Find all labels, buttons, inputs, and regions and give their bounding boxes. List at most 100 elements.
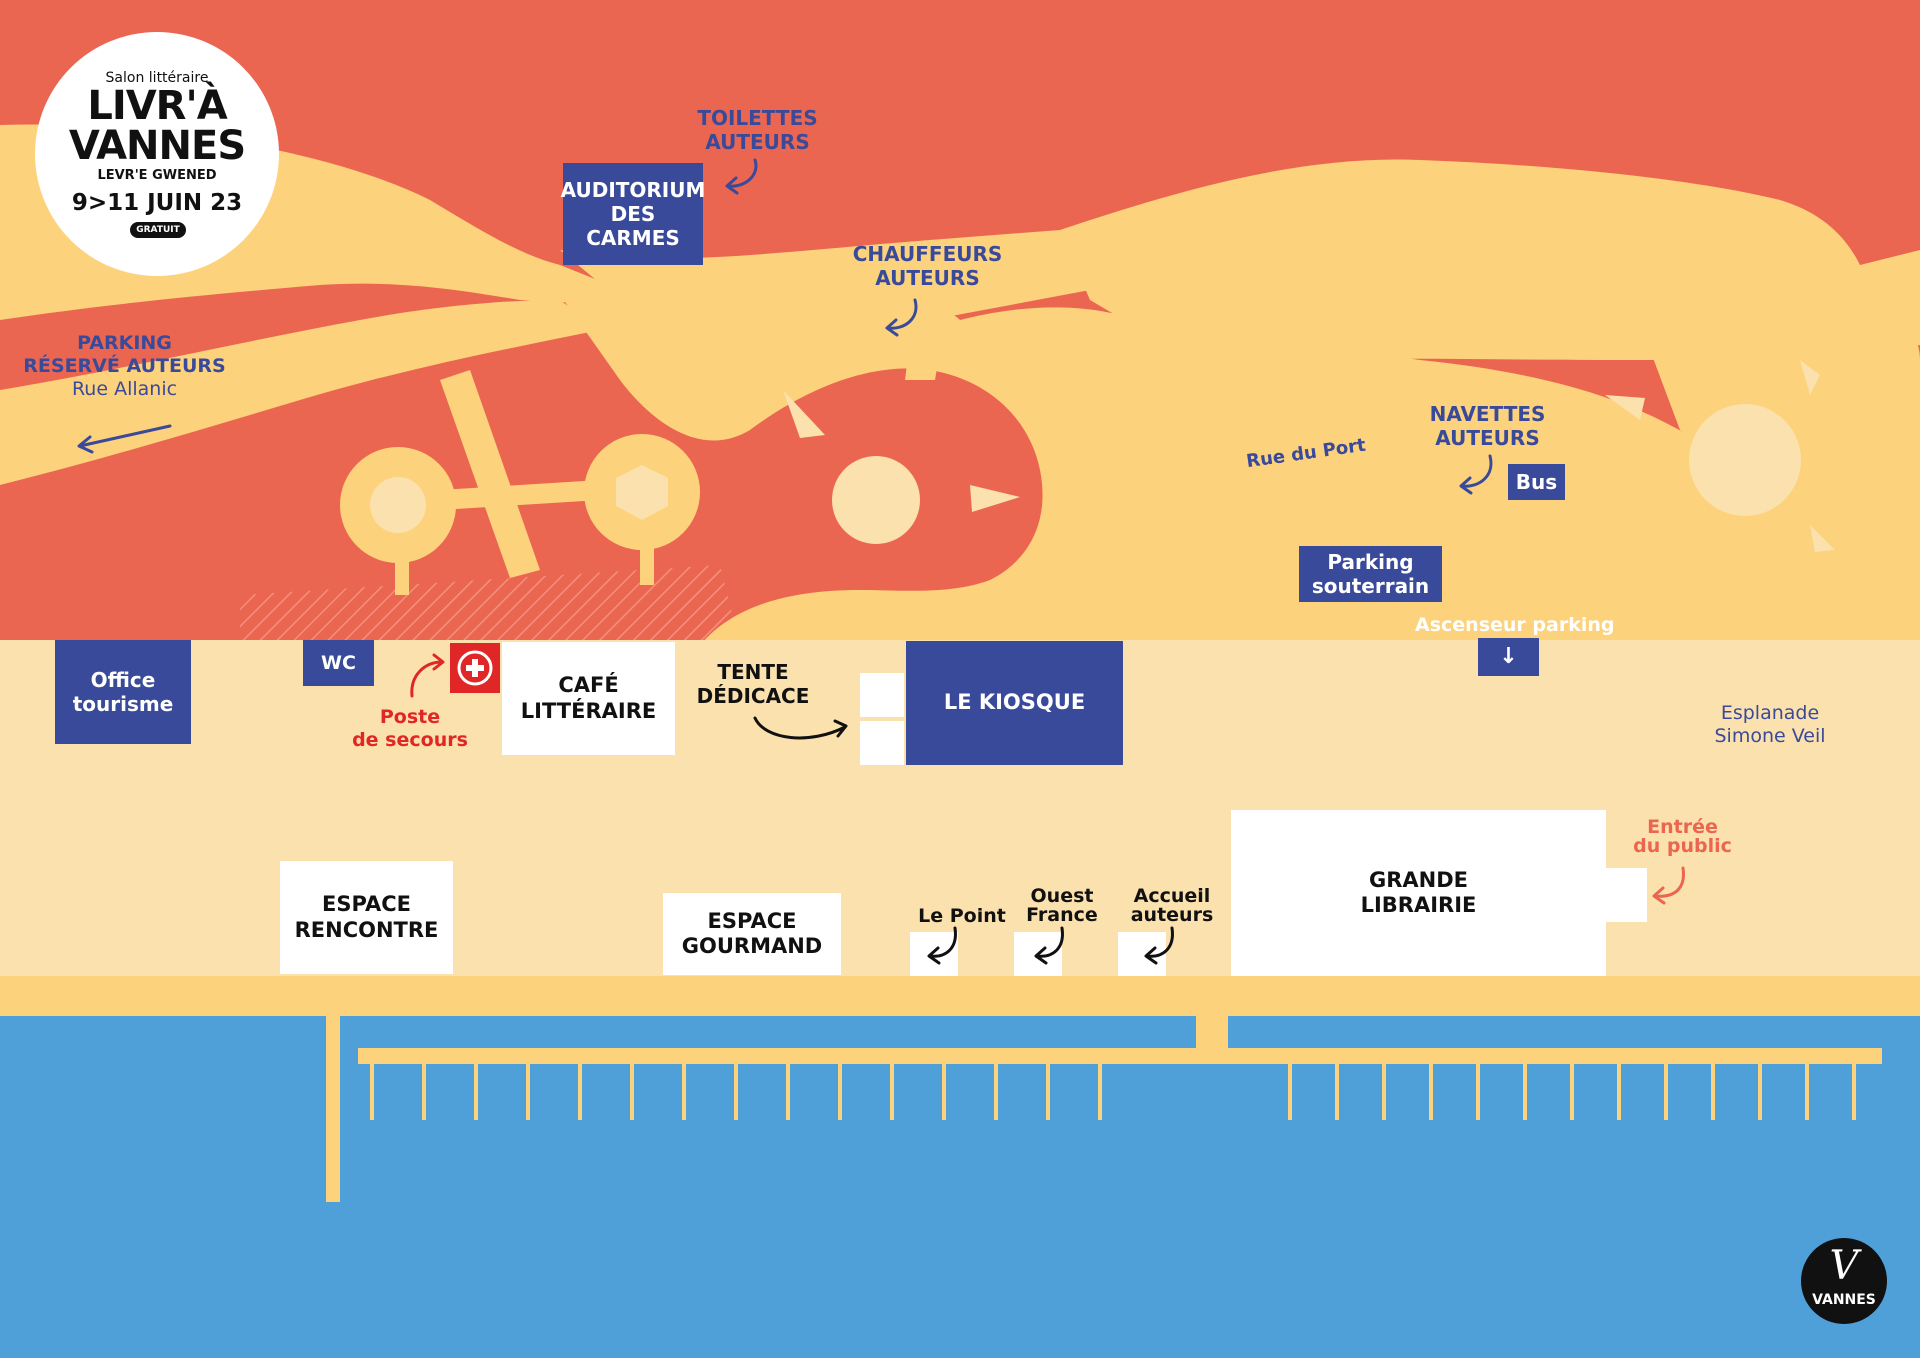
logo-title-line1: LIVR'À (87, 83, 227, 129)
road-spur (440, 370, 540, 578)
pontoon-finger (1617, 1064, 1621, 1120)
pontoon-finger (1476, 1064, 1480, 1120)
pontoon-finger (890, 1064, 894, 1120)
pontoon-walkway (358, 1048, 1882, 1064)
pontoon-finger (630, 1064, 634, 1120)
festival-logo: Salon littéraire LIVR'À VANNES LEVR'E GW… (35, 32, 279, 276)
label-le-point: Le Point (918, 905, 1006, 927)
pontoon-finger (1335, 1064, 1339, 1120)
vannes-name: VANNES (1812, 1292, 1876, 1308)
logo-title-line2: VANNES (68, 123, 246, 169)
road-center-plaza (560, 274, 1920, 645)
quay (0, 976, 1920, 1016)
pontoon-finger (1382, 1064, 1386, 1120)
arrow-ouest-france (1035, 926, 1064, 958)
arrow-le-point (928, 926, 957, 958)
pontoon-finger (474, 1064, 478, 1120)
pontoon-finger (1758, 1064, 1762, 1120)
pontoon-finger (1664, 1064, 1668, 1120)
vannes-mark: V (1829, 1243, 1859, 1289)
logo-subtitle: Salon littéraire (105, 70, 209, 86)
arrow-poste-secours (410, 660, 444, 698)
traffic-island-2 (970, 485, 1020, 512)
road-roundabout-link (440, 480, 600, 510)
road-stub-middle (640, 545, 654, 585)
arrow-down-icon: ↓ (1499, 643, 1518, 669)
traffic-island-1 (783, 390, 825, 438)
wc[interactable]: WC (303, 640, 374, 686)
road-islands (370, 360, 1835, 552)
arrow-parking-reserve (78, 424, 172, 448)
pontoon-finger (942, 1064, 946, 1120)
pontoon-finger (1288, 1064, 1292, 1120)
tente-dedicace-stand-2 (860, 721, 904, 765)
pontoon-finger (1805, 1064, 1809, 1120)
le-kiosque[interactable]: LE KIOSQUE (906, 641, 1123, 765)
pontoon-finger (370, 1064, 374, 1120)
roundabout-left-centre (370, 477, 426, 533)
pontoon-finger (1429, 1064, 1433, 1120)
label-ascenseur-parking: Ascenseur parking (1415, 614, 1615, 636)
pontoon-finger (734, 1064, 738, 1120)
ascenseur-parking-box[interactable]: ↓ (1478, 638, 1539, 676)
hatched-zone-left (240, 565, 740, 645)
first-aid-icon (457, 650, 493, 686)
traffic-island-4 (1800, 360, 1820, 395)
logo-free-badge: GRATUIT (130, 222, 186, 238)
tente-dedicace-stand-1 (860, 673, 904, 717)
pontoon-finger (578, 1064, 582, 1120)
arrow-toilettes (726, 158, 758, 188)
pontoon-finger (1523, 1064, 1527, 1120)
pontoon-finger (1570, 1064, 1574, 1120)
arrow-accueil-auteurs (1145, 926, 1174, 958)
roundabout-plaza-centre (832, 456, 920, 544)
pontoon-fingers (370, 1064, 1856, 1120)
arrow-tente-dedicace (753, 716, 847, 740)
pontoon-finger (1852, 1064, 1856, 1120)
pontoon-finger (994, 1064, 998, 1120)
road-connector-north (905, 340, 940, 380)
arrow-navettes (1460, 454, 1493, 488)
road-stub-left (395, 555, 409, 595)
pontoon-finger (1711, 1064, 1715, 1120)
logo-tagline: LEVR'E GWENED (97, 168, 217, 183)
arrow-chauffeurs (886, 298, 918, 330)
stand-le-point (910, 932, 958, 976)
pontoon-finger (1046, 1064, 1050, 1120)
pontoon-finger (1098, 1064, 1102, 1120)
pontoon-finger (526, 1064, 530, 1120)
roundabout-right-centre (1689, 404, 1801, 516)
vannes-city-logo: V VANNES (1801, 1238, 1887, 1324)
pontoon-finger (786, 1064, 790, 1120)
bus-stop[interactable]: Bus (1508, 464, 1565, 500)
water (0, 1016, 1920, 1358)
pontoon-finger (422, 1064, 426, 1120)
pontoon-finger (682, 1064, 686, 1120)
roundabout-middle-hexagon (616, 465, 668, 520)
traffic-island-3 (1605, 395, 1645, 420)
road-left-diagonal (0, 300, 600, 485)
logo-dates: 9>11 JUIN 23 (71, 190, 243, 216)
pontoon-vertical-left (326, 1016, 340, 1202)
pontoon-finger (838, 1064, 842, 1120)
arrow-entree-public (1653, 866, 1685, 898)
traffic-island-5 (1810, 525, 1835, 552)
grande-librairie-annex (1605, 868, 1647, 922)
